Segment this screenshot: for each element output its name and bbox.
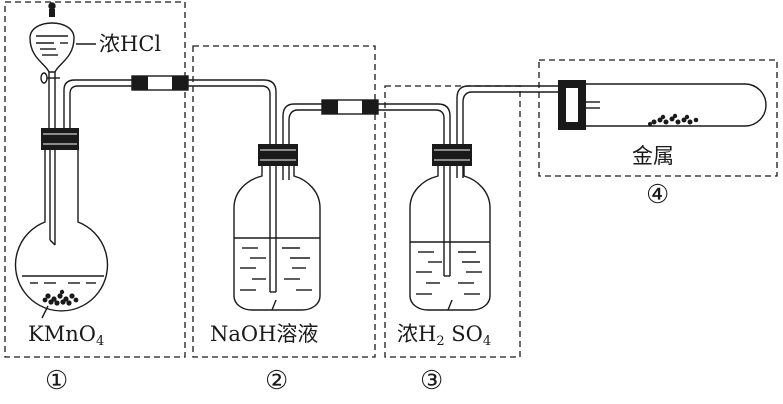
bottle3-reagent-b: 2 <box>436 334 445 349</box>
unit4-number: ④ <box>646 180 670 210</box>
round-bottom-flask <box>14 150 109 312</box>
unit2-number: ② <box>265 366 289 396</box>
unit3-box <box>384 85 521 358</box>
metal-sample <box>648 113 699 126</box>
unit1-box <box>4 1 186 358</box>
kmno4-solid <box>42 289 79 306</box>
unit-boxes <box>4 1 778 358</box>
unit3-number: ③ <box>420 366 444 396</box>
bottle2-reagent-label: NaOH溶液 <box>210 322 319 346</box>
h2so4-bottle <box>409 166 491 311</box>
unit2-box <box>192 45 376 358</box>
bottle3-reagent-a: 浓H <box>397 322 437 346</box>
bottle3-reagent-label: 浓H2 SO4 <box>397 322 492 349</box>
flask-reagent-sub: 4 <box>95 334 105 349</box>
tube-reagent-label: 金属 <box>632 144 674 168</box>
flask-reagent-main: KMnO <box>28 322 96 346</box>
naoh-bottle <box>233 166 321 311</box>
bottle3-reagent-c: SO <box>451 322 483 346</box>
separatory-funnel <box>29 2 96 128</box>
unit4-box <box>538 59 778 177</box>
bottle3-reagent-d: 4 <box>482 334 492 349</box>
flask-reagent-label: KMnO4 <box>28 322 105 349</box>
reaction-tube <box>558 80 767 130</box>
flask-stopper <box>41 128 79 150</box>
unit1-number: ① <box>45 366 69 396</box>
bottle2-stopper <box>258 144 298 166</box>
funnel-reagent-label: 浓HCl <box>99 32 162 56</box>
bottle3-stopper <box>432 144 472 166</box>
